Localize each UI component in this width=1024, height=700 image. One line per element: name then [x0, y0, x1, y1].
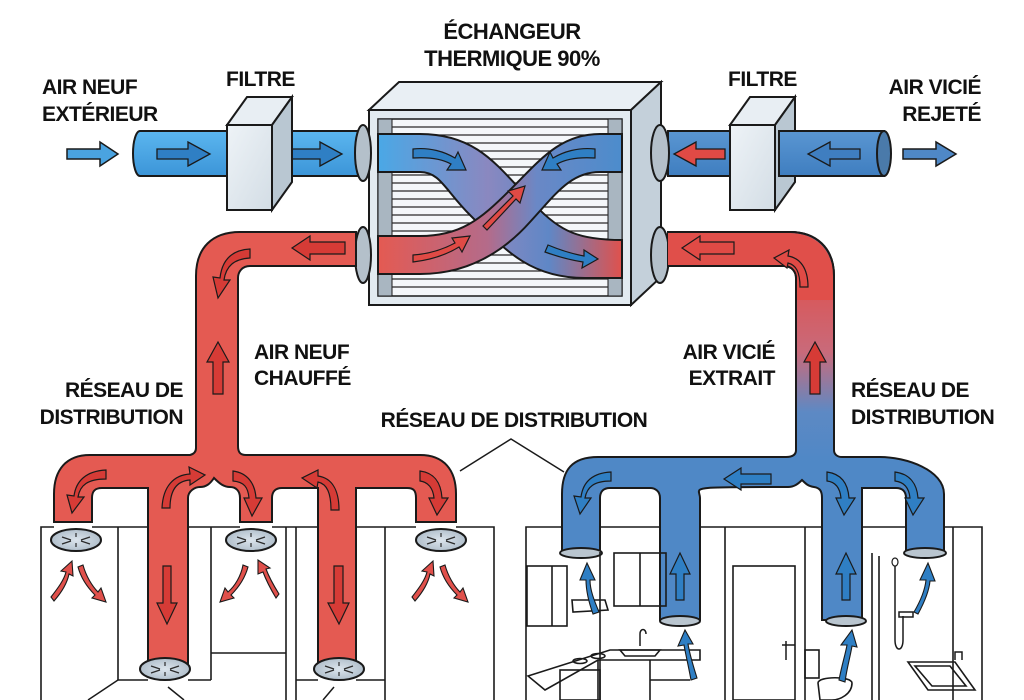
flow-arrow-icon	[300, 469, 340, 511]
air-extraction-arrow-icon	[677, 628, 698, 681]
diffusion-arrows	[50, 558, 469, 603]
extract-network	[559, 231, 947, 627]
extracted-air-label-line2: EXTRAIT	[689, 367, 776, 390]
air-diffusion-arrow-icon	[219, 564, 249, 603]
network-left-label-line2: DISTRIBUTION	[40, 406, 183, 429]
flow-arrow-icon	[290, 234, 346, 262]
air-diffusion-arrow-icon	[257, 558, 280, 599]
rooms-left	[40, 526, 495, 700]
flow-arrow-icon	[541, 147, 596, 171]
supply-vent	[415, 528, 467, 552]
supply-vent	[50, 528, 102, 552]
flow-arrow-icon	[161, 465, 207, 509]
flow-arrow-icon	[212, 248, 251, 300]
air-diffusion-arrow-icon	[411, 559, 435, 602]
exhaust-out-label-line1: AIR VICIÉ	[889, 76, 982, 99]
network-left-label-line1: RÉSEAU DE	[65, 379, 184, 402]
flow-arrow-icon	[419, 470, 450, 517]
air-diffusion-arrow-icon	[439, 564, 469, 603]
exhaust-out-label-line2: REJETÉ	[902, 103, 981, 126]
fresh-air-in-label-line1: AIR NEUF	[42, 76, 138, 99]
supply-network	[53, 231, 457, 669]
flow-arrow-icon	[289, 140, 344, 168]
supply-vent	[313, 657, 365, 681]
supply-vents	[50, 528, 467, 681]
exhaust-air-arrow-icon	[902, 140, 958, 168]
extract-vent	[559, 547, 947, 627]
flow-arrow-icon	[544, 244, 600, 270]
air-diffusion-arrow-icon	[77, 564, 107, 603]
heated-air-label-line2: CHAUFFÉ	[254, 367, 351, 390]
flow-arrow-icon	[205, 340, 231, 395]
exchanger-label-line2: THERMIQUE 90%	[424, 46, 600, 71]
supply-riser-duct	[53, 231, 457, 669]
door-icon	[732, 565, 796, 700]
flow-arrow-icon	[806, 140, 861, 168]
air-extraction-arrow-icon	[838, 628, 858, 683]
outside-air-arrow-icon	[66, 140, 120, 168]
filter-right-icon	[728, 93, 797, 214]
flow-arrow-icon	[669, 551, 691, 601]
network-right-label-line2: DISTRIBUTION	[851, 406, 994, 429]
supply-vent	[139, 657, 191, 681]
exhaust-line	[667, 93, 958, 214]
shower-icon	[871, 553, 914, 700]
air-diffusion-arrow-icon	[50, 559, 74, 602]
flow-arrow-icon	[772, 248, 809, 288]
sink-icon	[906, 651, 977, 691]
flow-arrow-icon	[573, 471, 612, 516]
duct-collar	[354, 124, 670, 284]
flow-arrow-icon	[232, 470, 264, 518]
air-extraction-arrow-icon	[579, 561, 600, 615]
label-leader-lines	[459, 438, 565, 473]
extract-riser-duct	[561, 231, 945, 621]
flow-arrow-icon	[835, 551, 857, 601]
supply-vent	[225, 528, 277, 552]
flow-arrow-icon	[412, 147, 467, 171]
extraction-arrows	[579, 561, 936, 683]
flow-arrow-icon	[672, 140, 726, 168]
flow-arrow-icon	[327, 565, 350, 626]
air-extraction-arrow-icon	[913, 561, 936, 615]
heat-exchanger-unit	[354, 79, 670, 308]
flow-arrow-icon	[412, 235, 472, 263]
filter-left-label: FILTRE	[226, 68, 295, 91]
flow-arrow-icon	[826, 471, 857, 517]
fresh-air-in-label-line2: EXTÉRIEUR	[42, 103, 158, 126]
flow-arrow-icon	[802, 340, 828, 395]
heated-air-label-line1: AIR NEUF	[254, 341, 350, 364]
flow-arrow-icon	[156, 565, 178, 626]
network-right-label-line1: RÉSEAU DE	[851, 379, 970, 402]
flow-arrow-icon	[66, 469, 107, 515]
filter-left-icon	[225, 93, 294, 214]
flow-arrow-icon	[156, 140, 212, 168]
exchanger-label-line1: ÉCHANGEUR	[443, 19, 581, 44]
flow-arrow-icon	[482, 185, 526, 231]
intake-line	[66, 93, 363, 214]
flow-arrow-icon	[722, 466, 772, 492]
labels: AIR NEUF EXTÉRIEUR FILTRE ÉCHANGEUR THER…	[40, 19, 995, 432]
extracted-air-label-line1: AIR VICIÉ	[683, 341, 776, 364]
network-center-label: RÉSEAU DE DISTRIBUTION	[381, 409, 648, 432]
filter-right-label: FILTRE	[728, 68, 797, 91]
flow-arrow-icon	[680, 234, 735, 262]
flow-arrow-icon	[894, 471, 926, 517]
